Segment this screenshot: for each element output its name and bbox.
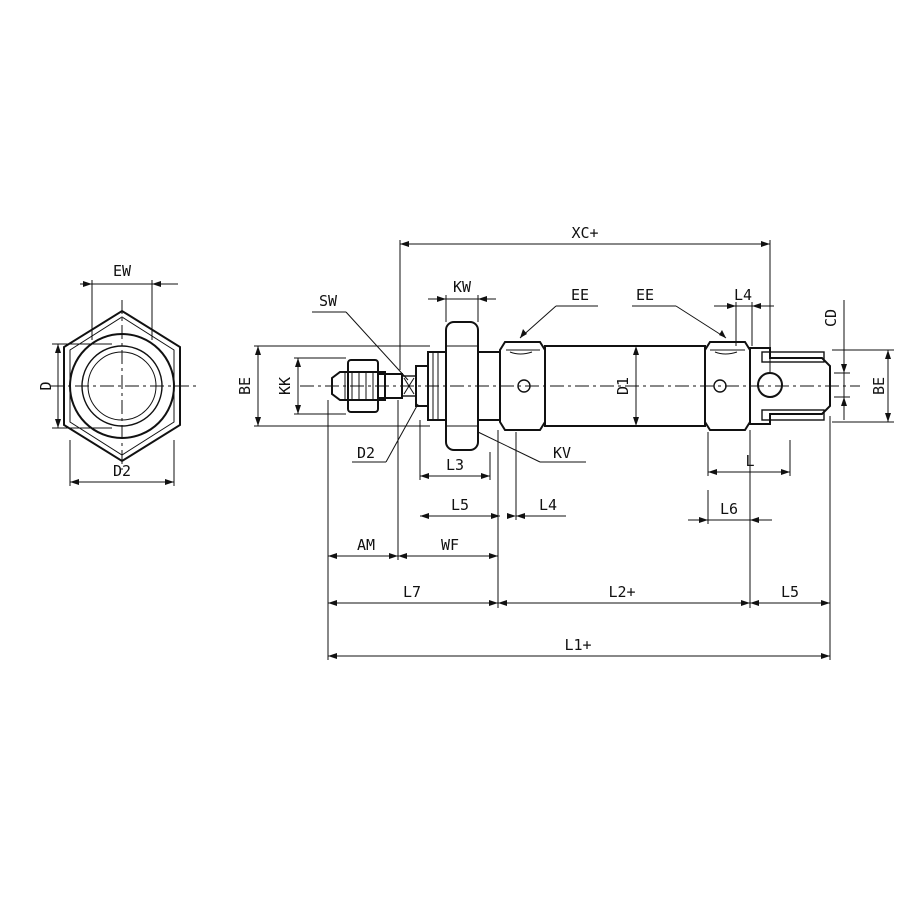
end-view-hexagon-inner: [69, 316, 175, 456]
label-l7: L7: [403, 583, 421, 601]
label-ee-rear: EE: [636, 286, 654, 304]
label-l4-bottom: L4: [539, 496, 557, 514]
label-d2-end: D2: [113, 462, 131, 480]
label-d2-side: D2: [357, 444, 375, 462]
end-view: EW D D2: [37, 262, 196, 486]
label-l5-front: L5: [451, 496, 469, 514]
label-kw: KW: [453, 278, 472, 296]
label-l5-rear: L5: [781, 583, 799, 601]
label-be-right: BE: [870, 377, 888, 395]
label-am: AM: [357, 536, 375, 554]
label-be-left: BE: [236, 377, 254, 395]
front-port: [517, 379, 531, 393]
label-l1: L1+: [564, 636, 591, 654]
label-wf: WF: [441, 536, 459, 554]
side-view: XC+ SW KW EE EE L4 CD: [236, 224, 894, 660]
label-d: D: [37, 381, 55, 390]
label-l2: L2+: [608, 583, 635, 601]
label-kv: KV: [553, 444, 571, 462]
label-ew: EW: [113, 262, 132, 280]
label-l6: L6: [720, 500, 738, 518]
label-kk: KK: [276, 377, 294, 395]
label-sw: SW: [319, 292, 338, 310]
clevis-slot-bottom: [761, 409, 825, 421]
label-xc: XC+: [571, 224, 598, 242]
label-l3: L3: [446, 456, 464, 474]
clevis-pin-hole: [757, 372, 783, 398]
rear-port: [713, 379, 727, 393]
label-l4-top: L4: [734, 286, 752, 304]
label-ee-front: EE: [571, 286, 589, 304]
label-cd: CD: [822, 309, 840, 327]
clevis-slot-top: [761, 351, 825, 363]
label-d1: D1: [614, 377, 632, 395]
rod-thread: [331, 371, 386, 401]
